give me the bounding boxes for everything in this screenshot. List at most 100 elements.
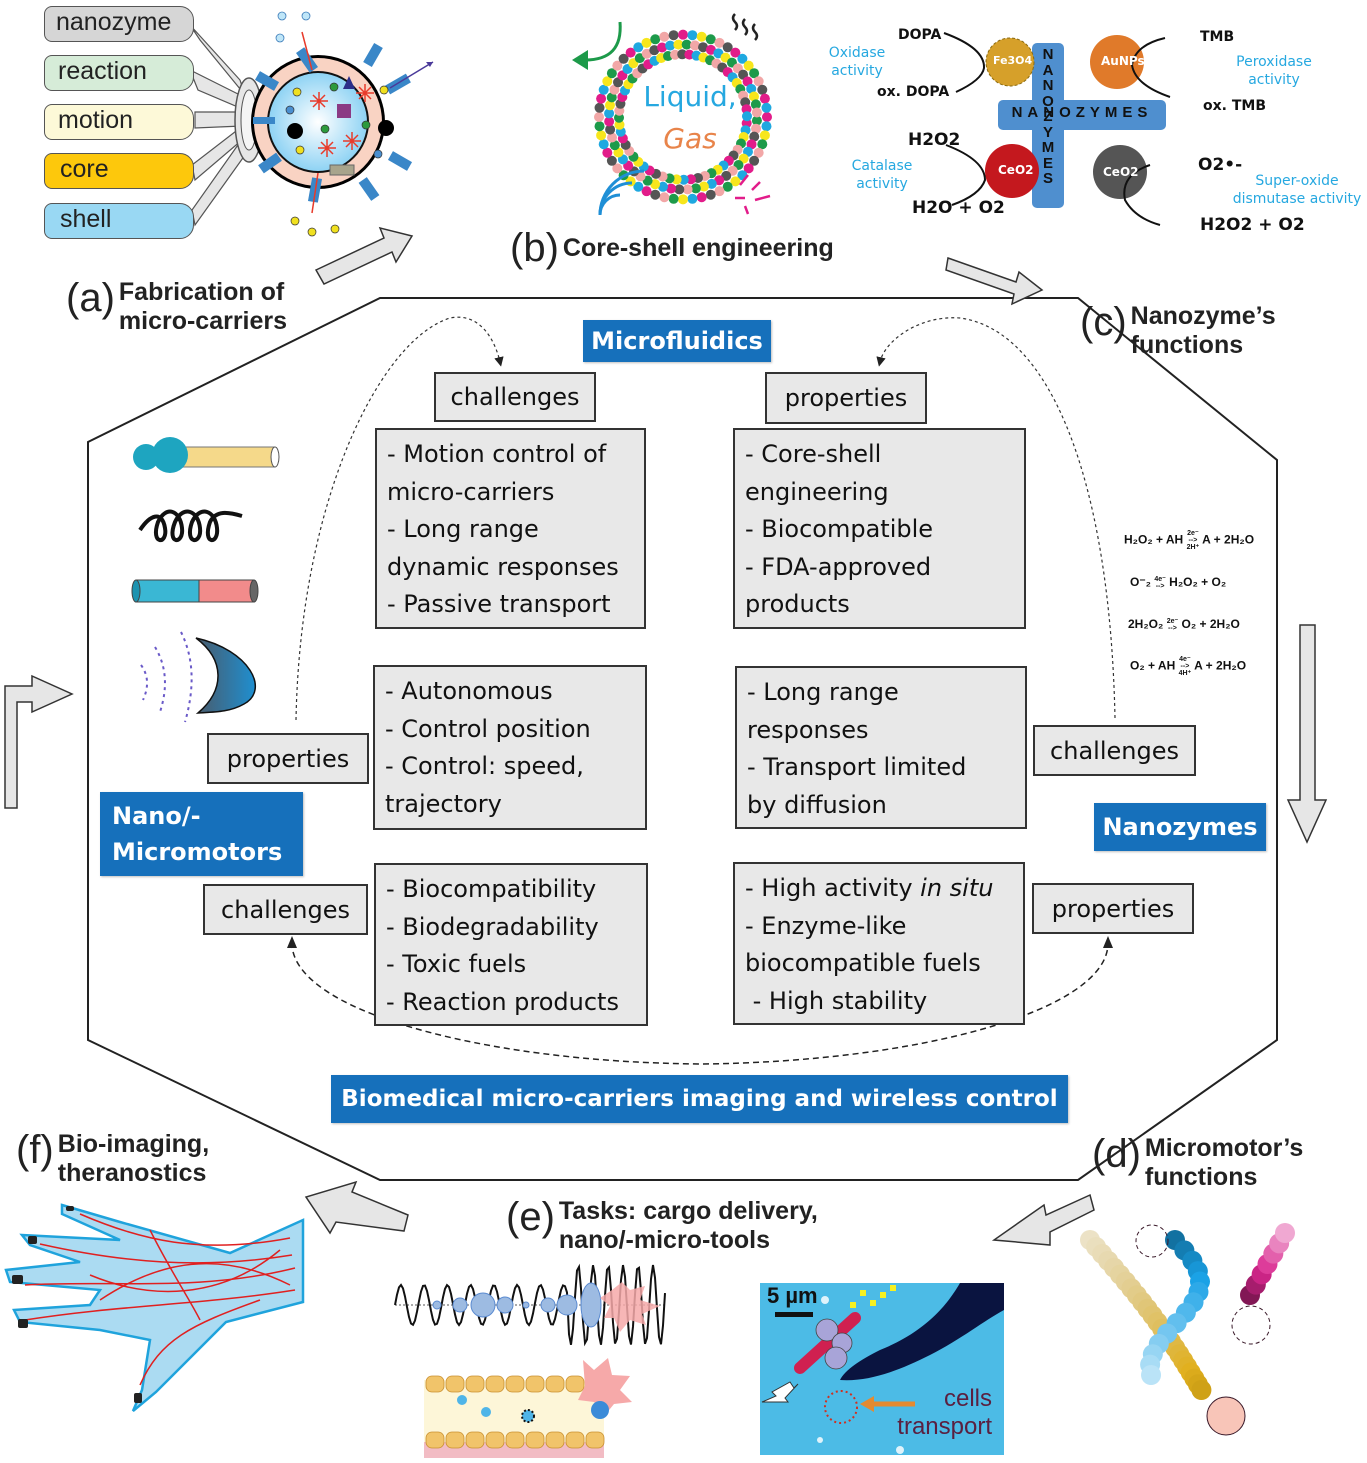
- equation-1-rhs: A + 2H₂O: [1202, 532, 1255, 547]
- arrow-a-to-b: [314, 226, 414, 285]
- nanozymes-tag: Nanozymes: [1094, 803, 1266, 851]
- shell-dot: [714, 37, 725, 48]
- panel-a-letter: (a): [66, 276, 115, 320]
- activity-peroxidase: Peroxidase activity: [1236, 54, 1312, 88]
- shell-dot: [689, 40, 700, 51]
- helical-micromotor-icon: [138, 509, 243, 542]
- panel-d-label: (d) Micromotor’s functions: [1092, 1134, 1303, 1192]
- central-octagon: [87, 297, 1278, 1181]
- shell-dot: [761, 102, 772, 113]
- product-h2o2-o2: H2O2 + O2: [1200, 215, 1305, 235]
- panel-a-title-2: micro-carriers: [118, 307, 288, 335]
- list-item: - Biocompatible: [745, 515, 934, 543]
- shell-dot: [641, 186, 652, 197]
- tube-label-motion: motion: [58, 106, 134, 134]
- tube-core: [44, 153, 194, 189]
- shell-dot: [698, 42, 709, 53]
- shell-dot: [674, 184, 685, 195]
- shell-dot: [596, 130, 607, 141]
- shell-dot: [594, 112, 604, 122]
- shell-dot: [706, 178, 717, 189]
- list-item: - Biocompatibility: [386, 875, 597, 903]
- panel-e-title-2: nano/-micro-tools: [558, 1226, 770, 1254]
- panel-c-title-2: functions: [1130, 331, 1244, 359]
- shell-dot: [749, 155, 760, 166]
- nanozymes-cross: [998, 43, 1166, 208]
- core-shell-inner-liquid: Liquid,: [643, 80, 737, 113]
- vessel-cell: [525, 1431, 545, 1449]
- dashed-bottom-connector: [291, 941, 1109, 1065]
- panel-d-title-1: Micromotor’s: [1144, 1134, 1304, 1162]
- shell-dot: [606, 68, 617, 79]
- light-burst-icon: [735, 174, 771, 215]
- equation-3-above: 2e⁻: [1166, 617, 1179, 625]
- panel-b-title: Core-shell engineering: [562, 234, 834, 262]
- tube-label-nanozyme: nanozyme: [56, 8, 172, 36]
- blood-vessel-illustration: [424, 1358, 632, 1458]
- shell-dot: [604, 116, 615, 127]
- micromotors-properties-list: - Autonomous - Control position - Contro…: [373, 665, 647, 830]
- panel-d-title-2: functions: [1144, 1163, 1258, 1191]
- equation-1-above: 2e⁻: [1187, 530, 1199, 537]
- list-item: - Transport limited: [747, 753, 967, 781]
- nanozymes-properties-list: - High activity in situ - Enzyme-like bi…: [733, 862, 1025, 1025]
- microfluidics-properties-tag: properties: [765, 372, 927, 424]
- shell-dot: [730, 47, 741, 58]
- list-item: - Toxic fuels: [386, 950, 527, 978]
- wireless-icon: [598, 169, 645, 216]
- list-item: - Control: speed,: [385, 752, 584, 780]
- aunps-particle: [1090, 35, 1144, 89]
- shell-dot: [705, 189, 716, 200]
- shell-dot: [746, 83, 757, 94]
- trajectory-dot: [1141, 1365, 1162, 1385]
- shell-dot: [698, 181, 709, 192]
- vessel-cell: [585, 1431, 605, 1449]
- list-item: - Reaction products: [386, 987, 619, 1016]
- micromotor-trajectories: [1080, 1223, 1295, 1436]
- shell-dot: [665, 40, 676, 51]
- cells-label: cells: [943, 1385, 992, 1412]
- shell-dot: [598, 84, 609, 95]
- shell-dot: [741, 111, 752, 122]
- panel-f-label: (f) Bio-imaging, theranostics: [16, 1130, 209, 1188]
- vessel-cell: [545, 1375, 565, 1393]
- equation-4-rhs: A + 2H₂O: [1194, 658, 1247, 673]
- micromotors-tag-line2: Micromotors: [112, 838, 283, 866]
- shell-dot: [604, 100, 615, 111]
- shell-dot: [641, 37, 652, 48]
- shell-dot: [751, 107, 762, 118]
- shell-dot: [722, 181, 733, 192]
- product-ox-tmb: ox. TMB: [1203, 98, 1266, 114]
- shell-dot: [607, 132, 618, 143]
- microfluidics-challenges-tag: challenges: [434, 372, 596, 422]
- shell-dot: [659, 192, 670, 203]
- flow-arrows: [4, 226, 1328, 1246]
- shell-dot: [670, 49, 681, 60]
- shell-dot: [606, 155, 617, 166]
- list-item: - Autonomous: [385, 677, 553, 705]
- panel-e-label: (e) Tasks: cargo delivery, nano/-micro-t…: [506, 1197, 818, 1255]
- vessel-cell: [565, 1375, 585, 1393]
- vessel-cell: [545, 1431, 565, 1449]
- shell-dot: [743, 163, 754, 174]
- shell-dot: [705, 44, 716, 55]
- list-item: - Passive transport: [387, 590, 611, 618]
- shell-dot: [668, 193, 679, 204]
- list-item: - Long range: [387, 515, 539, 543]
- shell-dot: [753, 76, 764, 87]
- shell-dot: [657, 181, 668, 192]
- activity-catalase: Catalase activity: [851, 158, 913, 192]
- panel-f-title-1: Bio-imaging,: [57, 1130, 210, 1158]
- equation-1-lhs: H₂O₂ + AH: [1124, 532, 1184, 547]
- equation-4-above: 4e⁻: [1179, 656, 1191, 663]
- panel-e-title-1: Tasks: cargo delivery,: [558, 1197, 818, 1225]
- shell-dot: [650, 34, 661, 45]
- shell-dot: [678, 194, 688, 205]
- shell-dot: [748, 91, 759, 102]
- micro-carrier-capsule: [251, 11, 434, 237]
- micromotors-tag-line1: Nano/-: [112, 802, 201, 830]
- shell-dot: [618, 53, 629, 64]
- fe3o4-particle: [985, 37, 1035, 87]
- shell-dot: [696, 192, 707, 203]
- ultrasound-wave-illustration: [394, 1263, 666, 1347]
